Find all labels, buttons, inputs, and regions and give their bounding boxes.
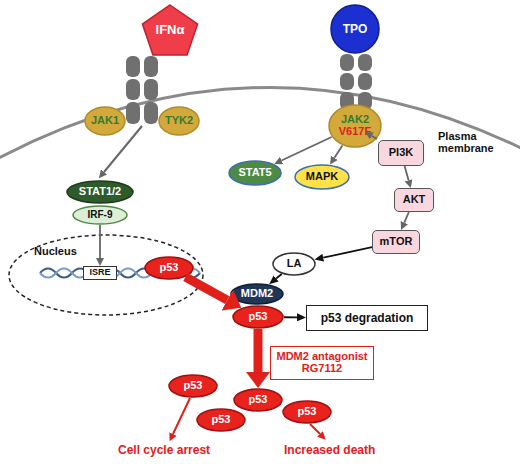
protein-ellipse: MDM2 <box>230 283 284 305</box>
outline-shape <box>145 257 193 279</box>
node-label: p53 <box>249 394 268 406</box>
outline-shape <box>234 389 282 411</box>
outcome-label: Increased death <box>284 444 404 457</box>
outline-shape <box>329 105 381 147</box>
outcome-arrow <box>173 398 190 434</box>
outline-shape <box>295 165 349 189</box>
node-label: ISRE <box>89 268 110 277</box>
outline-shape <box>67 181 133 203</box>
outline-shape <box>331 5 379 53</box>
protein-ellipse: p53 <box>144 256 194 280</box>
node-label: LA <box>287 258 302 270</box>
node-label: p53 <box>184 380 203 392</box>
node-label: IFNα <box>156 23 185 37</box>
membrane-label: Plasma membrane <box>438 130 508 154</box>
protein-box: AKT <box>394 188 434 212</box>
node-label: p53 <box>160 262 179 274</box>
outline-shape <box>159 107 199 135</box>
protein-ellipse: p53 <box>232 305 284 329</box>
signal-arrow <box>405 166 409 180</box>
protein-box: mTOR <box>372 230 420 254</box>
kinase-circle: TYK2 <box>158 106 200 136</box>
kinase-circle: JAK2V617F <box>328 104 382 148</box>
node-label: AKT <box>403 194 426 206</box>
receptor-domain <box>144 56 158 77</box>
outcome-arrow <box>310 424 320 434</box>
node-label: V617F <box>339 126 371 138</box>
protein-ellipse: STAT5 <box>228 160 282 186</box>
receptor-domain <box>340 73 354 90</box>
node-label: PI3K <box>389 147 413 159</box>
node-label: p53 <box>298 406 317 418</box>
protein-ellipse: IRF-9 <box>72 205 128 225</box>
protein-ellipse: p53 <box>168 374 218 398</box>
outline-shape <box>197 409 245 431</box>
protein-ellipse: STAT1/2 <box>66 180 134 204</box>
receptor-domain <box>358 54 372 71</box>
receptor-domain <box>358 73 372 90</box>
node-label: p53 <box>249 311 268 323</box>
signal-arrow <box>323 247 372 258</box>
node-label: Nucleus <box>34 246 77 258</box>
promoter-box: ISRE <box>83 266 117 280</box>
drug-box: MDM2 antagonist RG7112 <box>270 346 374 380</box>
outcome-box: p53 degradation <box>306 305 428 331</box>
ifn-receptor <box>126 56 158 124</box>
outline-shape <box>231 284 283 304</box>
protein-ellipse: LA <box>272 252 316 276</box>
receptor-domain <box>126 56 140 77</box>
protein-ellipse: MAPK <box>294 164 350 190</box>
signal-arrow <box>284 316 297 318</box>
outline-shape <box>283 401 331 423</box>
node-label: TPO <box>343 23 368 36</box>
ligand-circle: TPO <box>330 4 380 54</box>
signal-arrow <box>254 329 263 372</box>
kinase-circle: JAK1 <box>84 106 126 136</box>
signal-arrow <box>404 212 409 223</box>
protein-ellipse: p53 <box>233 388 283 412</box>
plasma-membrane <box>0 87 520 160</box>
signal-arrow <box>372 136 377 139</box>
signal-arrow <box>276 274 282 279</box>
signal-arrow <box>185 277 227 300</box>
tpo-receptor <box>340 54 372 110</box>
node-label: STAT1/2 <box>79 186 121 198</box>
receptor-domain <box>126 102 140 124</box>
protein-ellipse: p53 <box>282 400 332 424</box>
ligand-pentagon: IFNα <box>140 4 200 56</box>
outline-shape <box>9 235 203 315</box>
receptor-domain <box>340 54 354 71</box>
node-label: MDM2 antagonist RG7112 <box>271 351 373 374</box>
signal-arrow <box>282 137 332 161</box>
node-label: MAPK <box>306 171 338 183</box>
node-label: JAK1 <box>91 115 119 127</box>
node-label: p53 <box>212 414 231 426</box>
node-label: STAT5 <box>238 167 271 179</box>
receptor-domain <box>126 79 140 100</box>
receptor-domain <box>144 79 158 100</box>
outline-shape <box>229 161 281 185</box>
outcome-label: Cell cycle arrest <box>118 444 238 457</box>
nucleus-ellipse: NucleusISRE p53 <box>8 234 204 316</box>
node-label: TYK2 <box>165 115 193 127</box>
protein-ellipse: p53 <box>196 408 246 432</box>
node-label: MDM2 <box>241 288 273 300</box>
node-label: mTOR <box>380 236 413 248</box>
outline-shape <box>142 5 197 55</box>
outline-shape <box>85 107 125 135</box>
outline-shape <box>73 206 127 224</box>
node-label: p53 degradation <box>321 312 414 325</box>
outline-shape <box>233 306 283 328</box>
node-label: IRF-9 <box>88 210 113 221</box>
signal-arrow <box>99 225 101 258</box>
outline-shape <box>169 375 217 397</box>
receptor-domain <box>144 102 158 124</box>
outline-shape <box>273 253 315 275</box>
protein-box: PI3K <box>378 140 424 166</box>
node-label: JAK2 <box>341 114 369 126</box>
signal-arrow <box>334 145 342 157</box>
